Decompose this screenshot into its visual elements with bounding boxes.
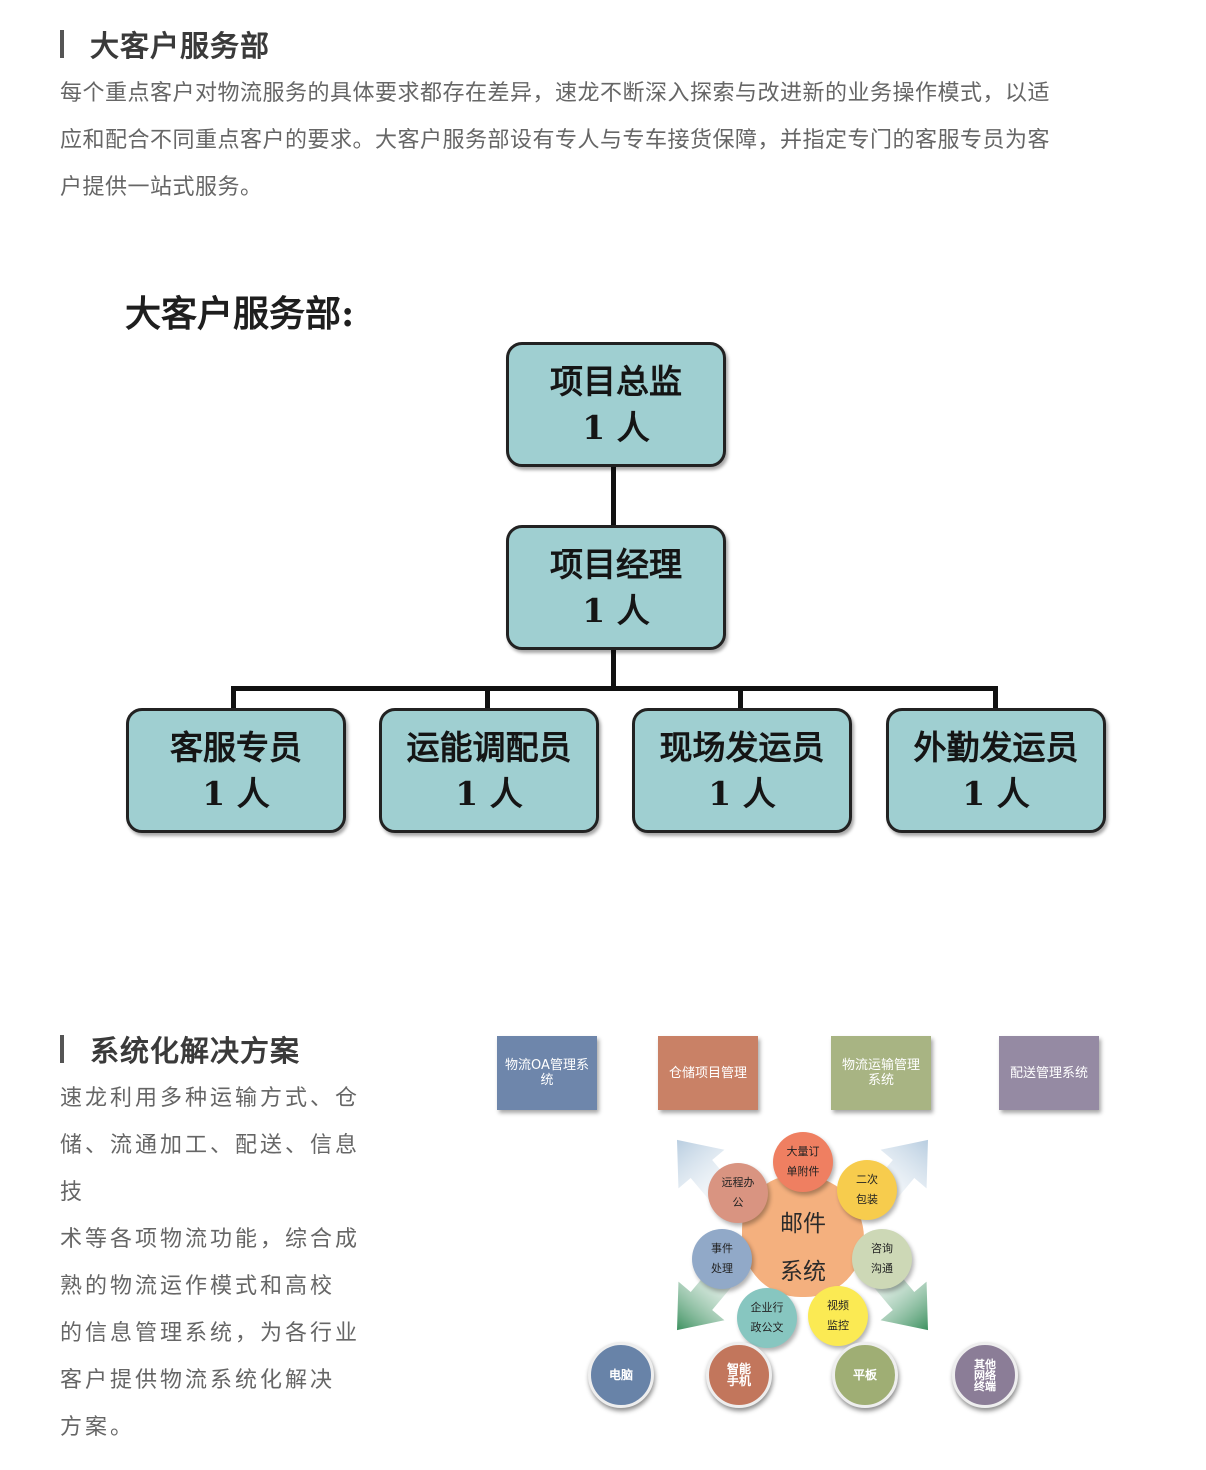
system-card-delivery: 配送管理系统	[999, 1036, 1099, 1110]
device-label: 智能 手机	[726, 1362, 751, 1388]
device-label: 其他 网络 终端	[974, 1357, 996, 1393]
feature-consultation: 咨询 沟通	[852, 1229, 912, 1289]
org-chart-heading: 大客户服务部:	[125, 293, 355, 335]
section-title-text: 系统化解决方案	[90, 1034, 301, 1068]
feature-secondary-packaging: 二次 包装	[837, 1160, 897, 1220]
system-card-oa: 物流OA管理系统	[497, 1036, 597, 1110]
org-box-project-manager: 项目经理 1 人	[506, 525, 726, 650]
org-box-count: 1 人	[708, 773, 776, 813]
org-box-title: 客服专员	[170, 727, 302, 767]
device-label: 电脑	[608, 1368, 633, 1382]
system-card-label: 物流OA管理系统	[505, 1058, 589, 1088]
section-title-key-accounts: 大客户服务部	[60, 28, 270, 63]
system-card-label: 物流运输管理系统	[841, 1058, 920, 1088]
org-box-title: 项目总监	[550, 361, 682, 401]
feature-event-handling: 事件 处理	[692, 1229, 752, 1289]
device-computer: 电脑	[588, 1342, 654, 1408]
org-box-project-director: 项目总监 1 人	[506, 342, 726, 467]
org-box-field-shipper: 外勤发运员 1 人	[886, 708, 1106, 833]
feature-video-monitoring: 视频 监控	[808, 1286, 868, 1346]
org-box-capacity-dispatcher: 运能调配员 1 人	[379, 708, 599, 833]
org-box-count: 1 人	[582, 590, 650, 630]
connector-horizontal-bus	[231, 686, 998, 691]
org-box-onsite-shipper: 现场发运员 1 人	[632, 708, 852, 833]
connector-drop-2	[485, 686, 490, 708]
connector-drop-4	[993, 686, 998, 708]
device-label: 平板	[852, 1368, 877, 1382]
device-smartphone: 智能 手机	[706, 1342, 772, 1408]
feature-bulk-attachments: 大量订 单附件	[773, 1132, 833, 1192]
section-title-text: 大客户服务部	[90, 29, 271, 63]
feature-label: 视频 监控	[827, 1299, 849, 1332]
org-box-title: 项目经理	[550, 544, 682, 584]
feature-label: 事件 处理	[711, 1242, 733, 1275]
system-card-label: 配送管理系统	[1009, 1065, 1088, 1081]
org-box-count: 1 人	[962, 773, 1030, 813]
org-box-title: 外勤发运员	[913, 727, 1079, 767]
title-bar-marker	[60, 30, 64, 58]
connector-drop-3	[738, 686, 743, 708]
system-card-warehouse: 仓储项目管理	[658, 1036, 758, 1110]
section-title-solutions: 系统化解决方案	[60, 1033, 300, 1068]
title-bar-marker	[60, 1035, 64, 1063]
org-box-count: 1 人	[582, 407, 650, 447]
connector-manager-bus	[611, 646, 616, 690]
org-box-title: 运能调配员	[406, 727, 572, 767]
system-card-label: 仓储项目管理	[668, 1065, 747, 1081]
device-other-terminals: 其他 网络 终端	[952, 1342, 1018, 1408]
feature-label: 咨询 沟通	[871, 1242, 893, 1275]
center-mail-system-label: 邮件 系统	[780, 1211, 826, 1285]
feature-label: 大量订 单附件	[786, 1145, 820, 1178]
feature-label: 二次 包装	[856, 1173, 878, 1206]
solutions-paragraph: 速龙利用多种运输方式、仓 储、流通加工、配送、信息技 术等各项物流功能，综合成 …	[60, 1086, 361, 1440]
feature-label: 企业行 政公文	[750, 1301, 784, 1334]
system-card-transport: 物流运输管理系统	[831, 1036, 931, 1110]
section-intro-paragraph: 每个重点客户对物流服务的具体要求都存在差异，速龙不断深入探索与改进新的业务操作模…	[60, 81, 1051, 200]
connector-drop-1	[231, 686, 236, 708]
connector-director-manager	[611, 463, 616, 525]
feature-admin-documents: 企业行 政公文	[737, 1288, 797, 1348]
device-tablet: 平板	[832, 1342, 898, 1408]
org-box-title: 现场发运员	[659, 727, 825, 767]
org-box-customer-service: 客服专员 1 人	[126, 708, 346, 833]
org-box-count: 1 人	[202, 773, 270, 813]
feature-remote-office: 远程办 公	[708, 1163, 768, 1223]
feature-label: 远程办 公	[721, 1176, 755, 1209]
org-box-count: 1 人	[455, 773, 523, 813]
